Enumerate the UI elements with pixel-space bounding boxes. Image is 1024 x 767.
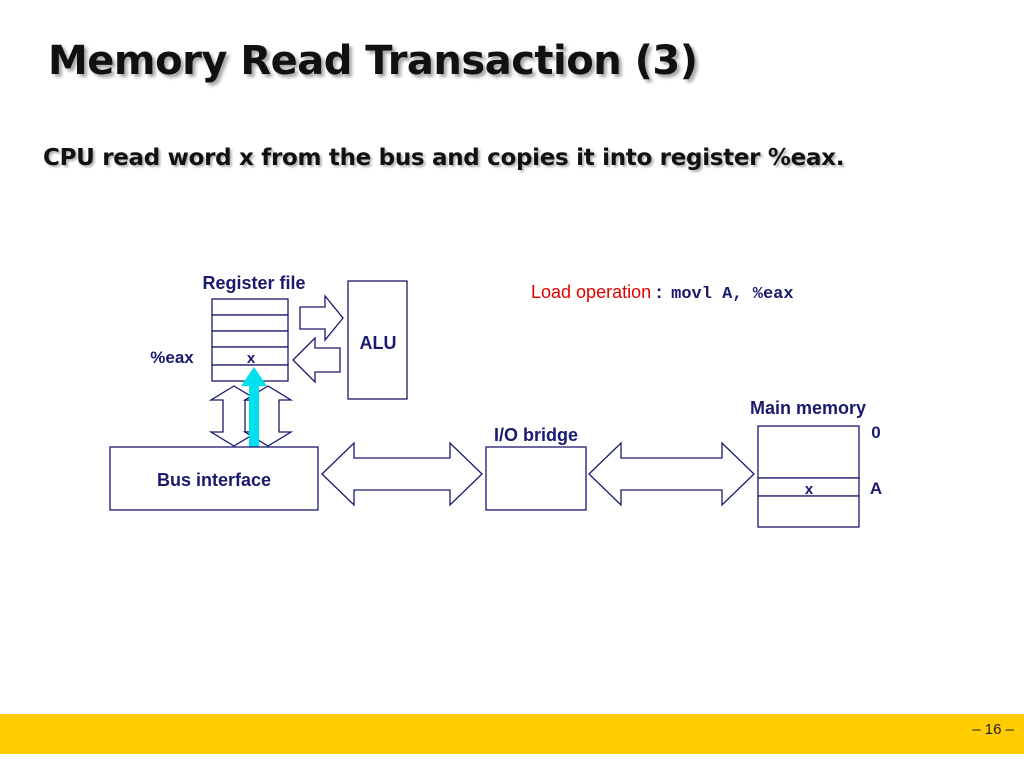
footer-bar: – 16 – [0,714,1024,754]
register-row [211,330,289,348]
load-operation-line: Load operation : movl A, %eax [531,282,794,304]
load-operation-code: movl A, %eax [671,285,793,304]
right-arrow-icon [299,294,344,342]
main-memory [757,425,860,528]
eax-label: %eax [150,348,194,367]
memory-block [757,425,860,479]
data-flow-up-arrow-icon [241,367,267,451]
io-bridge-box [485,446,587,511]
load-operation-colon: : [656,282,662,302]
memory-cell-value: x [805,481,814,498]
register-row [211,298,289,316]
bus-interface-box [109,446,319,511]
slide-title: Memory Read Transaction (3) [48,38,698,84]
memory-address-zero: 0 [871,423,880,442]
memory-block [757,495,860,528]
page-number: – 16 – [972,721,1014,738]
alu-label: ALU [360,333,397,353]
main-memory-label: Main memory [750,398,866,418]
eax-value: x [247,350,256,367]
bus-interface-label: Bus interface [157,470,271,490]
load-operation-label: Load operation [531,282,651,302]
left-arrow-icon [292,336,341,384]
alu-box [347,280,408,400]
register-row [211,314,289,332]
memory-address-a: A [870,479,882,498]
register-file-label: Register file [202,273,305,293]
horizontal-double-arrow-icon [588,441,755,507]
io-bridge-label: I/O bridge [494,425,578,445]
horizontal-double-arrow-icon [321,441,483,507]
slide-subtitle: CPU read word x from the bus and copies … [43,145,845,171]
register-file [211,298,289,382]
